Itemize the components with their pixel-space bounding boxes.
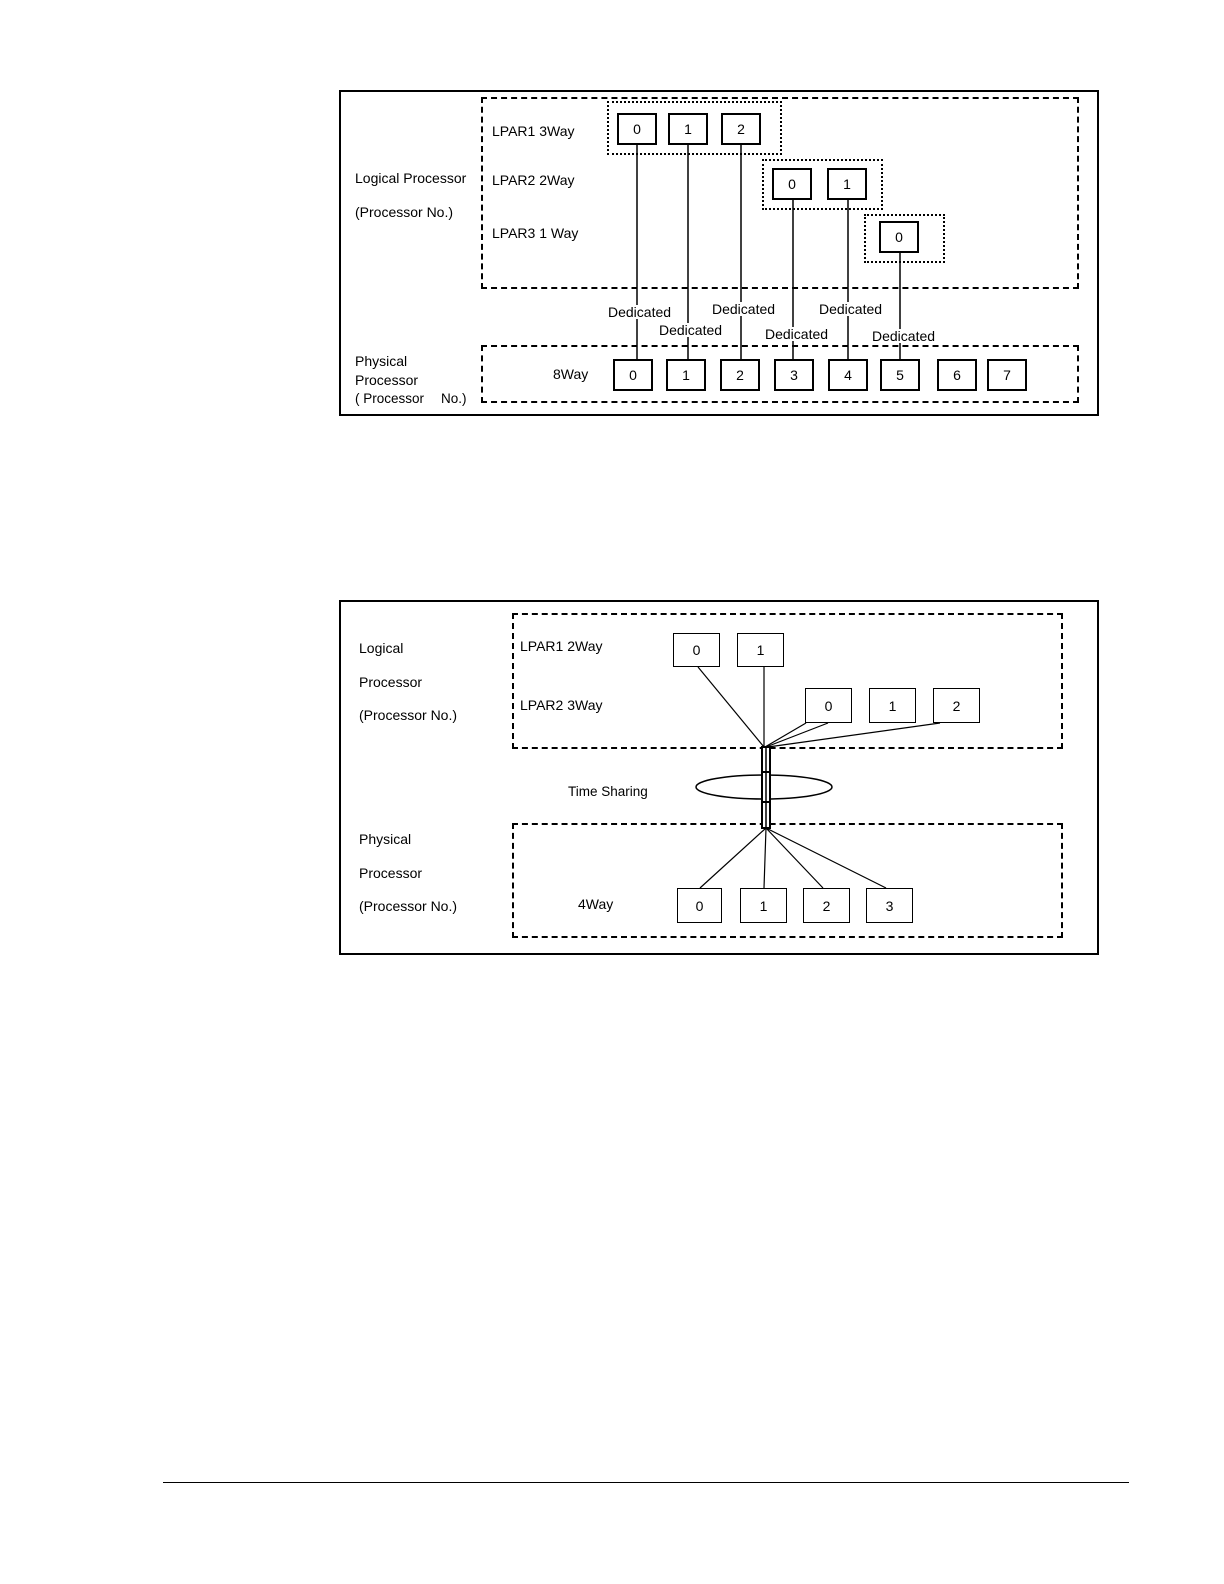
dedicated-label-2: Dedicated (712, 301, 776, 317)
lpar2-label: LPAR2 2Way (492, 172, 575, 188)
dedicated-label-3: Dedicated (765, 326, 829, 342)
physical-label-2-line2: Processor (359, 865, 423, 881)
shared-lpar2-processor-0: 0 (805, 688, 852, 723)
shared-physical-processor-2: 2 (803, 888, 850, 923)
physical-label-line1: Physical (355, 353, 408, 369)
logical-processor-region-2 (512, 613, 1063, 749)
physical-way-label-2: 4Way (578, 896, 614, 912)
logical-processor-label: Logical Processor (355, 170, 467, 186)
physical-processor-0: 0 (613, 359, 653, 391)
lpar2-processor-0: 0 (772, 168, 812, 200)
lpar3-label: LPAR3 1 Way (492, 225, 579, 241)
lpar1-2way-label: LPAR1 2Way (520, 638, 603, 654)
physical-processor-region (481, 345, 1079, 403)
physical-label-line2: Processor (355, 372, 419, 388)
physical-label-line3a: ( Processor (355, 391, 425, 406)
shared-lpar1-processor-0: 0 (673, 633, 720, 667)
shared-physical-processor-3: 3 (866, 888, 913, 923)
logical-label-line1: Logical (359, 640, 404, 656)
footer-divider (163, 1482, 1129, 1483)
lpar2-3way-label: LPAR2 3Way (520, 697, 603, 713)
physical-label-2-line1: Physical (359, 831, 412, 847)
physical-processor-5: 5 (880, 359, 920, 391)
physical-label-2-line3: (Processor No.) (359, 898, 458, 914)
lpar1-processor-0: 0 (617, 113, 657, 145)
logical-processor-region (481, 97, 1079, 289)
physical-label-line3b: No.) (441, 391, 467, 406)
shared-lpar1-processor-1: 1 (737, 633, 784, 667)
shared-lpar2-processor-2: 2 (933, 688, 980, 723)
dedicated-label-1: Dedicated (659, 322, 723, 338)
lpar1-processor-1: 1 (668, 113, 708, 145)
lpar3-processor-0: 0 (879, 221, 919, 253)
dedicated-label-5: Dedicated (872, 328, 936, 344)
shared-lpar2-processor-1: 1 (869, 688, 916, 723)
physical-processor-3: 3 (774, 359, 814, 391)
physical-way-label: 8Way (553, 366, 589, 382)
logical-label-line2: Processor (359, 674, 423, 690)
lpar1-group (607, 101, 782, 155)
logical-label-line3: (Processor No.) (359, 707, 458, 723)
lpar2-group (762, 159, 883, 210)
physical-processor-1: 1 (666, 359, 706, 391)
dedicated-label-0: Dedicated (608, 304, 672, 320)
shared-physical-processor-1: 1 (740, 888, 787, 923)
shared-physical-processor-0: 0 (677, 888, 722, 923)
physical-processor-region-2 (512, 823, 1063, 938)
dedicated-label-4: Dedicated (819, 301, 883, 317)
processor-number-label: (Processor No.) (355, 204, 454, 220)
time-sharing-label: Time Sharing (568, 784, 648, 799)
lpar1-processor-2: 2 (721, 113, 761, 145)
lpar2-processor-1: 1 (827, 168, 867, 200)
physical-processor-2: 2 (720, 359, 760, 391)
physical-processor-7: 7 (987, 359, 1027, 391)
physical-processor-6: 6 (937, 359, 977, 391)
lpar3-group (864, 214, 945, 263)
lpar1-label: LPAR1 3Way (492, 123, 575, 139)
physical-processor-4: 4 (828, 359, 868, 391)
